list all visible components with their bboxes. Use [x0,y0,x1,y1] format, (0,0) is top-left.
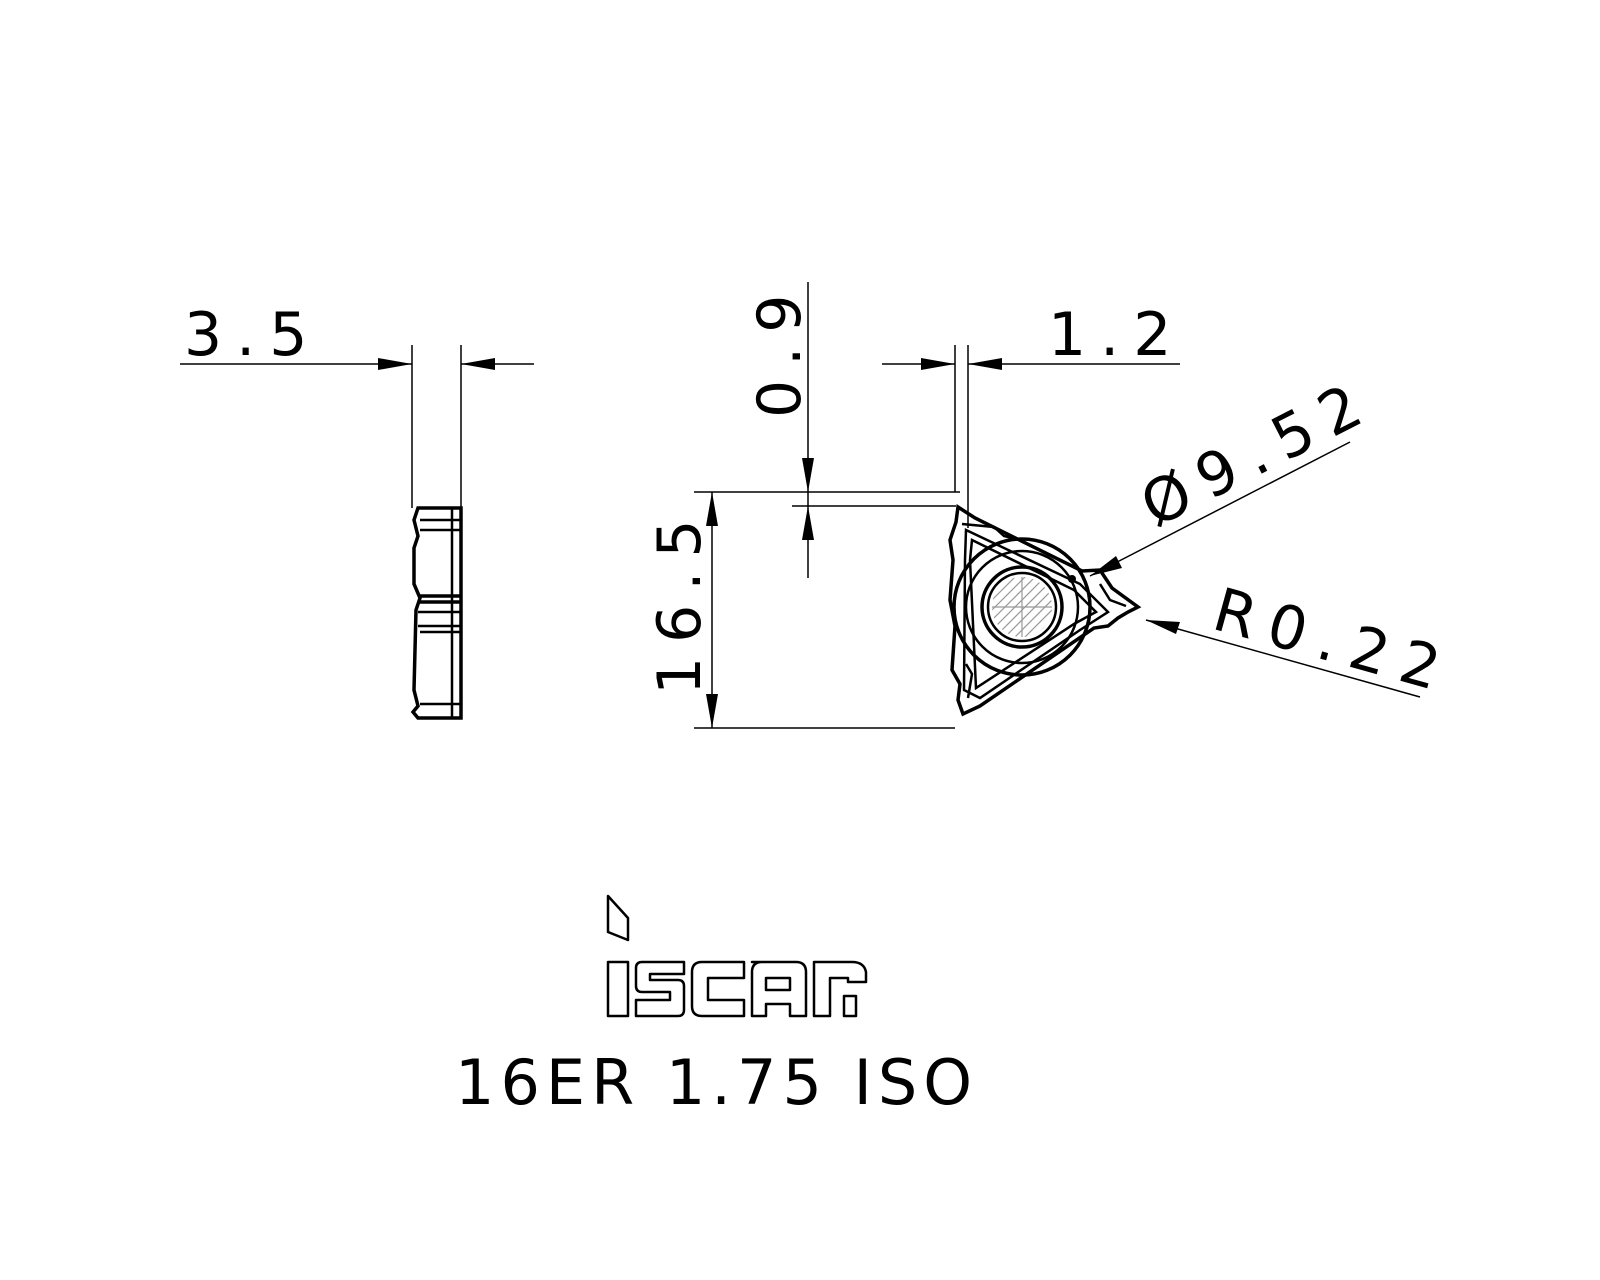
thickness-dim-label: 3.5 [184,300,321,370]
iscar-logo [606,894,868,1018]
height-dim-label: 16.5 [645,505,715,695]
corner-radius-dim-label: R0.22 [1206,575,1461,708]
pitch-offset-dim-label: 1.2 [1048,300,1185,370]
inscribed-circle-dim-label: Ø9.52 [1130,365,1385,541]
designation-label: 16ER 1.75 ISO [455,1046,978,1119]
side-view [180,345,534,720]
front-view-insert [948,504,1142,717]
front-view-dimensions [694,282,1421,729]
vertical-offset-dim-label: 0.9 [745,281,815,418]
